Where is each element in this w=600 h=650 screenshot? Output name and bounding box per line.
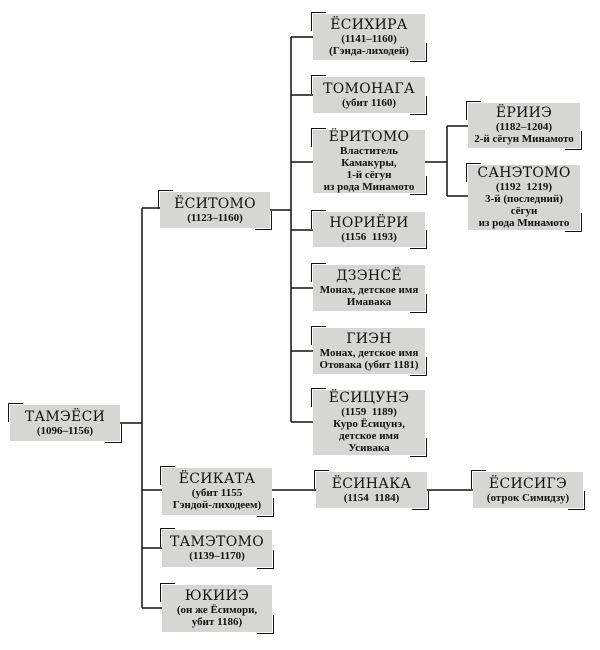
person-detail: из рода Минамото (478, 217, 570, 229)
person-esicune: ЁСИЦУНЭ (1159 1189) Куро Ёсицунэ, детско… (311, 388, 427, 457)
person-detail: (1123–1160) (187, 211, 243, 224)
person-detail: детское имя (339, 430, 399, 442)
person-tametomo: ТАМЭТОМО (1139–1170) (160, 528, 274, 569)
person-gien: ГИЭН Монах, детское имя Отовака (убит 11… (311, 326, 427, 376)
person-esikata: ЁСИКАТА (убит 1155 Гэндой-лиходеем) (160, 466, 274, 517)
person-detail: (1156 1193) (341, 231, 397, 243)
person-esitomo: ЁСИТОМО (1123–1160) (158, 190, 272, 230)
person-norieri: НОРИЁРИ (1156 1193) (311, 210, 427, 249)
person-detail: Камакуры, (341, 157, 397, 169)
person-detail: (1154 1184) (343, 491, 400, 504)
person-detail: (1192 1219) (495, 181, 553, 193)
person-detail: Гэндой-лиходеем) (172, 499, 262, 511)
person-tameesi: ТАМЭЁСИ (1096–1156) (8, 403, 122, 443)
person-dzense: ДЗЭНСЁ Монах, детское имя Имавака (311, 263, 427, 313)
person-esisige: ЁСИСИГЭ (отрок Симидзу) (471, 470, 585, 510)
person-name: ЁСИХИРА (330, 16, 408, 33)
person-detail: 3-й (последний) (485, 193, 563, 205)
person-name: НОРИЁРИ (329, 215, 409, 231)
person-detail: Куро Ёсицунэ, (333, 418, 405, 430)
person-name: ЁРИИЭ (495, 105, 553, 121)
person-detail: Отовака (убит 1181) (319, 358, 419, 371)
person-name: САНЭТОМО (477, 165, 571, 181)
person-name: ТАМЭЁСИ (24, 408, 106, 425)
person-eriie: ЁРИИЭ (1182–1204) 2-й сёгун Минамото (466, 101, 582, 150)
person-detail: (1096–1156) (36, 424, 94, 437)
person-detail: 1-й сёгун (346, 169, 392, 181)
person-detail: (он же Ёсимори, (176, 604, 258, 616)
person-detail: Имавака (346, 295, 392, 308)
person-name: ТОМОНАГА (323, 80, 415, 97)
person-name: ЁСИЦУНЭ (328, 390, 410, 406)
person-sanetomo: САНЭТОМО (1192 1219) 3-й (последний) сёг… (466, 163, 582, 232)
person-detail: (убит 1160) (341, 96, 397, 109)
connector-esitomo (270, 36, 313, 423)
person-name: ЁСИСИГЭ (488, 475, 568, 492)
person-detail: сёгун (510, 205, 538, 217)
connector-eritomo (425, 125, 468, 197)
person-detail: (1141–1160) (341, 32, 397, 45)
person-detail: (1182–1204) (495, 121, 553, 133)
person-name: ЮКИИЭ (184, 588, 250, 604)
person-name: ЁСИНАКА (331, 475, 412, 492)
person-detail: убит 1186) (191, 616, 243, 628)
person-name: ДЗЭНСЁ (336, 267, 402, 284)
person-name: ТАМЭТОМО (169, 534, 264, 550)
connector-root (120, 207, 162, 609)
person-detail: Усивака (348, 442, 390, 454)
person-yukiie: ЮКИИЭ (он же Ёсимори, убит 1186) (160, 583, 274, 634)
person-detail: Монах, детское имя (319, 346, 419, 359)
person-esihira: ЁСИХИРА (1141–1160) (Гэнда-лиходей) (311, 12, 427, 62)
person-detail: из рода Минамото (323, 181, 415, 193)
person-detail: Монах, детское имя (319, 283, 419, 296)
person-name: ГИЭН (346, 330, 392, 347)
person-detail: (убит 1155 (191, 487, 243, 499)
person-tomonaga: ТОМОНАГА (убит 1160) (311, 75, 427, 115)
person-esinaka: ЁСИНАКА (1154 1184) (314, 470, 429, 510)
person-name: ЁСИТОМО (174, 195, 256, 212)
person-detail: (1139–1170) (189, 550, 245, 562)
person-detail: 2-й сёгун Минамото (474, 133, 574, 145)
person-name: ЁСИКАТА (178, 471, 256, 487)
person-detail: (Гэнда-лиходей) (329, 44, 409, 57)
person-detail: Властитель (340, 145, 398, 157)
person-detail: (1159 1189) (341, 406, 397, 418)
person-detail: (отрок Симидзу) (486, 491, 570, 504)
person-eritomo: ЁРИТОМО Властитель Камакуры, 1-й сёгун и… (311, 128, 427, 195)
person-name: ЁРИТОМО (328, 129, 410, 145)
